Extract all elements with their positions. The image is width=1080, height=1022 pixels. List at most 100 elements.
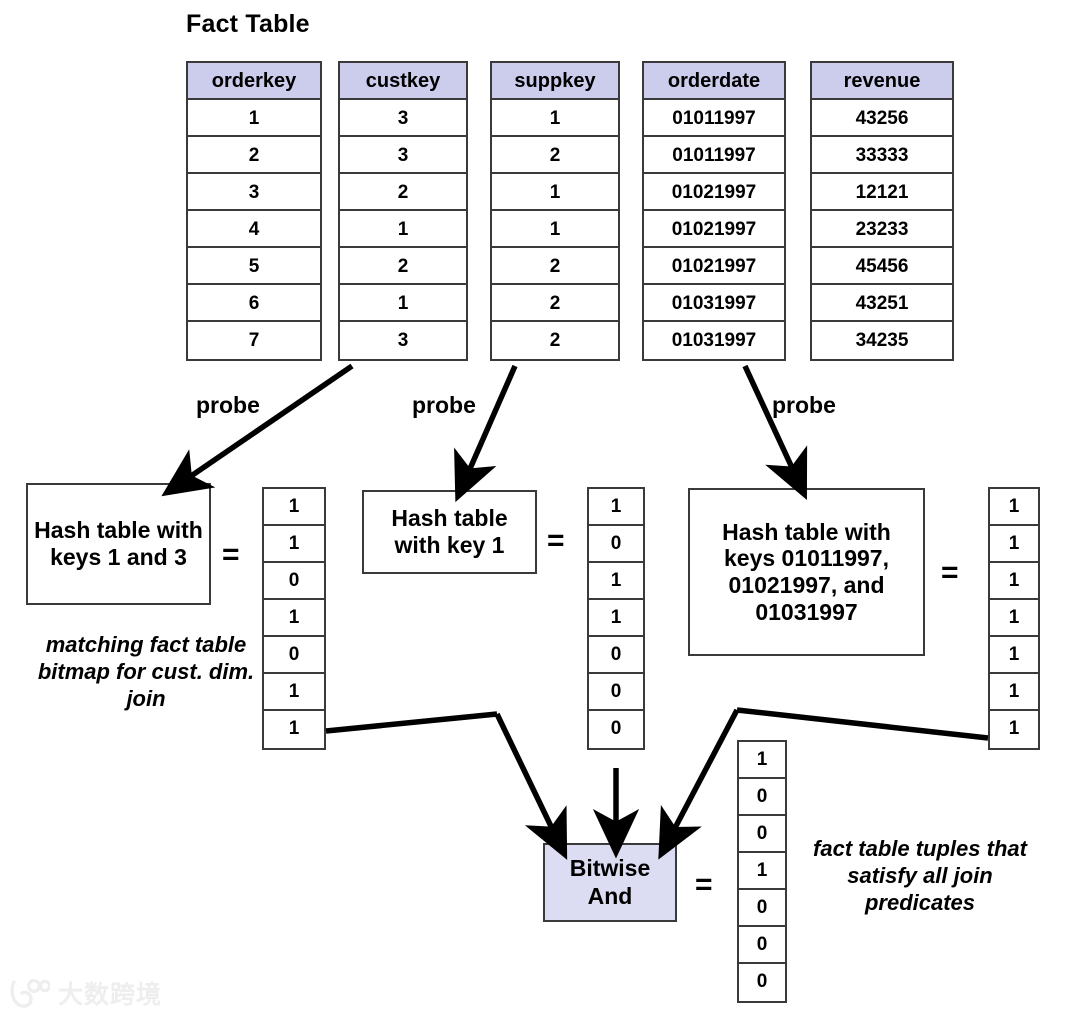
probe-label-3: probe [772, 392, 836, 418]
bitmap-cell: 0 [739, 927, 785, 964]
table-cell: 1 [340, 211, 466, 248]
table-cell: 01031997 [644, 322, 784, 359]
table-cell: 2 [492, 248, 618, 285]
hash-table-box-3: Hash table with keys 01011997, 01021997,… [688, 488, 925, 656]
table-cell: 1 [492, 174, 618, 211]
table-cell: 12121 [812, 174, 952, 211]
bitmap-cell: 1 [589, 600, 643, 637]
column-header: orderdate [644, 63, 784, 100]
table-cell: 5 [188, 248, 320, 285]
table-cell: 3 [340, 100, 466, 137]
table-cell: 2 [188, 137, 320, 174]
table-cell: 01031997 [644, 285, 784, 322]
column-header: orderkey [188, 63, 320, 100]
table-cell: 43256 [812, 100, 952, 137]
bitmap-cell: 1 [990, 600, 1038, 637]
bitmap-cell: 1 [264, 526, 324, 563]
bitmap-cell: 1 [990, 674, 1038, 711]
bitmap-cell: 1 [264, 674, 324, 711]
table-cell: 2 [340, 248, 466, 285]
bitmap3-connector-h [736, 707, 989, 741]
table-cell: 7 [188, 322, 320, 359]
table-cell: 3 [188, 174, 320, 211]
probe-arrow-orderdate [742, 364, 808, 500]
result-caption: fact table tuples that satisfy all join … [813, 836, 1027, 915]
bitmap-cell: 0 [264, 563, 324, 600]
table-cell: 01011997 [644, 137, 784, 174]
bitmap-cell: 1 [739, 853, 785, 890]
bitwise-and-box: Bitwise And [543, 843, 677, 922]
probe-arrow-custkey [161, 363, 354, 497]
equals-sign-3: = [941, 556, 959, 589]
bitmap-cell: 0 [589, 674, 643, 711]
table-cell: 45456 [812, 248, 952, 285]
bitmap-cell: 0 [739, 964, 785, 1001]
bitmap-cell: 1 [589, 489, 643, 526]
column-header: suppkey [492, 63, 618, 100]
bitmap-cell: 0 [739, 890, 785, 927]
table-cell: 43251 [812, 285, 952, 322]
bitmap-cell: 1 [264, 489, 324, 526]
table-cell: 23233 [812, 211, 952, 248]
bitmap-cell: 1 [990, 637, 1038, 674]
table-cell: 3 [340, 137, 466, 174]
table-cell: 33333 [812, 137, 952, 174]
table-cell: 01021997 [644, 211, 784, 248]
watermark-text: 大数跨境 [58, 980, 163, 1009]
bitmap-cell: 0 [589, 526, 643, 563]
watermark: 大数跨境 [10, 975, 162, 1011]
bitmap-cell: 0 [264, 637, 324, 674]
probe-label-1: probe [196, 392, 260, 418]
table-cell: 2 [492, 322, 618, 359]
bitmap-cell: 1 [990, 563, 1038, 600]
bitmap-cell: 1 [990, 526, 1038, 563]
column-header: custkey [340, 63, 466, 100]
equals-sign-1: = [222, 538, 240, 571]
column-header: revenue [812, 63, 952, 100]
table-cell: 2 [492, 137, 618, 174]
bitmap-cell: 1 [264, 600, 324, 637]
bitmap-cell: 1 [739, 742, 785, 779]
probe-label-2: probe [412, 392, 476, 418]
table-cell: 1 [340, 285, 466, 322]
table-cell: 01011997 [644, 100, 784, 137]
table-cell: 01021997 [644, 248, 784, 285]
table-cell: 01021997 [644, 174, 784, 211]
hash-table-box-2: Hash table with key 1 [362, 490, 537, 574]
table-cell: 1 [188, 100, 320, 137]
bitmap-cell: 1 [589, 563, 643, 600]
bitmap-cell: 0 [589, 637, 643, 674]
bitmap1-connector-h [325, 711, 498, 734]
table-cell: 2 [340, 174, 466, 211]
table-cell: 2 [492, 285, 618, 322]
table-cell: 3 [340, 322, 466, 359]
bitmap-caption-1: matching fact table bitmap for cust. dim… [37, 632, 255, 711]
fact-table-title: Fact Table [186, 10, 310, 38]
bitmap-cell: 0 [739, 779, 785, 816]
watermark-logo-icon [10, 978, 50, 1008]
table-cell: 34235 [812, 322, 952, 359]
table-cell: 1 [492, 100, 618, 137]
bitmap-cell: 0 [739, 816, 785, 853]
table-cell: 4 [188, 211, 320, 248]
bitmap-cell: 0 [589, 711, 643, 748]
bitmap-cell: 1 [990, 489, 1038, 526]
table-cell: 1 [492, 211, 618, 248]
probe-arrow-suppkey [454, 364, 518, 503]
result-equals-sign: = [695, 868, 713, 901]
bitmap3-connector-arrow [658, 708, 740, 860]
bitmap-cell: 1 [990, 711, 1038, 748]
bitmap-cell: 1 [264, 711, 324, 748]
equals-sign-2: = [547, 524, 565, 557]
bitmap1-connector-arrow [494, 712, 568, 860]
